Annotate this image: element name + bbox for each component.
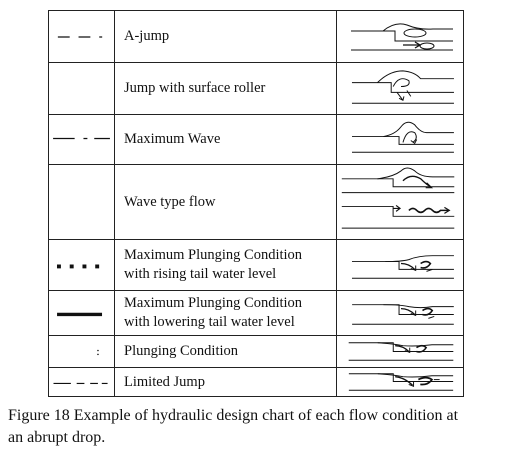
- flow-sketch-plunging-rising: [337, 240, 465, 290]
- legend-line-cell: [49, 115, 115, 164]
- condition-name: Limited Jump: [115, 368, 337, 396]
- condition-name: Jump with surface roller: [115, 63, 337, 114]
- legend-line-cell: [49, 368, 115, 396]
- flow-sketch-plunging-lowering: [337, 291, 465, 335]
- dots-line-icon: [97, 349, 99, 356]
- table-row: Jump with surface roller: [49, 62, 463, 114]
- table-row: Plunging Condition: [49, 335, 463, 367]
- table-row: A-jump: [49, 11, 463, 62]
- legend-line-cell: [49, 336, 115, 367]
- table-row: Limited Jump: [49, 367, 463, 396]
- caption-line-1: Figure 18 Example of hydraulic design ch…: [8, 407, 459, 424]
- thick-dotted-line-icon: [56, 264, 107, 269]
- thick-solid-line-icon: [57, 312, 103, 317]
- legend-line-cell: [49, 291, 115, 335]
- long-dash-line-icon: [57, 36, 103, 38]
- figure-caption: Figure 18 Example of hydraulic design ch…: [8, 405, 524, 449]
- flow-sketch-wave-type: [337, 165, 465, 239]
- flow-condition-table: A-jump Jump with surface roller: [48, 10, 464, 397]
- condition-name: Plunging Condition: [115, 336, 337, 367]
- flow-sketch-surface-roller: [337, 63, 465, 114]
- condition-name: Maximum Wave: [115, 115, 337, 164]
- condition-name: A-jump: [115, 11, 337, 62]
- table-row: Wave type flow: [49, 164, 463, 239]
- flow-sketch-plunging: [337, 336, 465, 367]
- condition-name: Wave type flow: [115, 165, 337, 239]
- legend-line-cell: [49, 63, 115, 114]
- flow-sketch-maximum-wave: [337, 115, 465, 164]
- flow-sketch-a-jump: [337, 11, 465, 62]
- caption-line-2: an abrupt drop.: [8, 429, 106, 446]
- flow-sketch-limited-jump: [337, 368, 465, 396]
- legend-line-cell: [49, 11, 115, 62]
- dash-short-line-icon: [53, 382, 108, 385]
- table-row: Maximum Wave: [49, 114, 463, 164]
- legend-line-cell: [49, 240, 115, 290]
- legend-line-cell: [49, 165, 115, 239]
- dash-dot-line-icon: [53, 137, 110, 140]
